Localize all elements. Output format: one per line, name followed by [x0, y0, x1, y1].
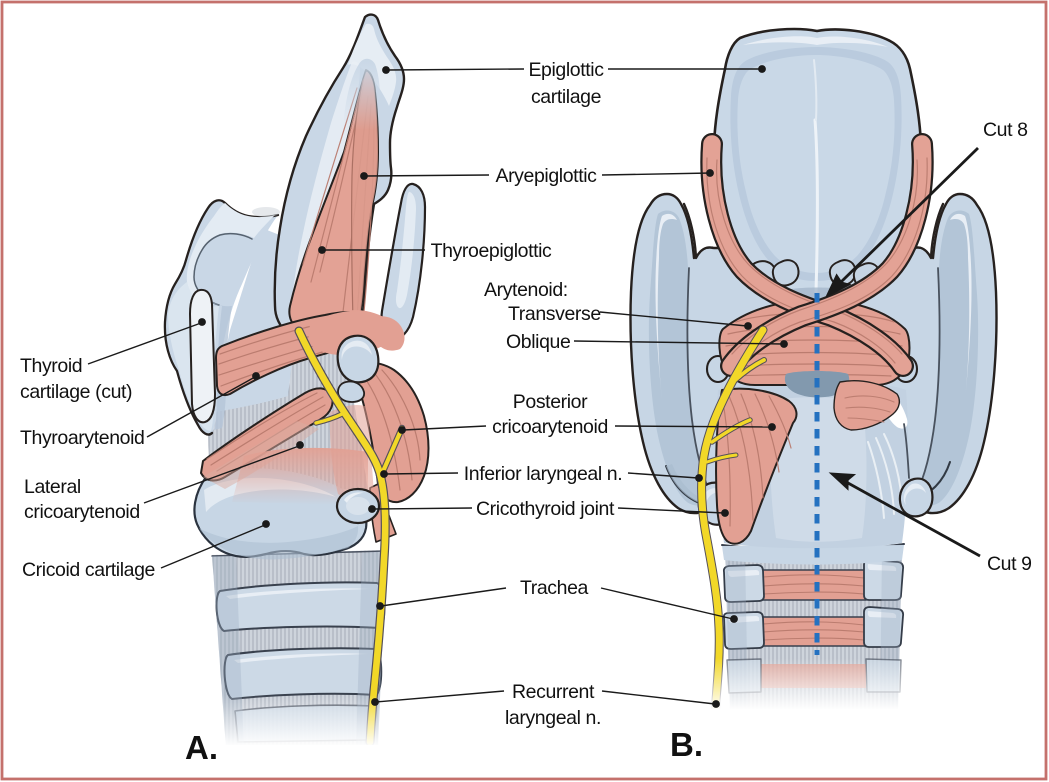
- svg-text:Cricothyroid joint: Cricothyroid joint: [476, 498, 615, 520]
- svg-text:Inferior laryngeal n.: Inferior laryngeal n.: [464, 463, 623, 485]
- svg-text:Recurrent: Recurrent: [512, 681, 595, 703]
- svg-text:Transverse: Transverse: [508, 303, 601, 325]
- svg-text:Thyroid: Thyroid: [20, 355, 82, 377]
- svg-text:B.: B.: [670, 726, 703, 763]
- svg-text:laryngeal n.: laryngeal n.: [505, 707, 601, 729]
- svg-text:A.: A.: [185, 729, 218, 766]
- svg-text:Posterior: Posterior: [513, 391, 588, 413]
- svg-text:Thyroepiglottic: Thyroepiglottic: [431, 240, 552, 262]
- svg-text:Cut 8: Cut 8: [983, 119, 1028, 141]
- svg-text:Oblique: Oblique: [506, 331, 570, 353]
- svg-text:cartilage (cut): cartilage (cut): [20, 381, 132, 403]
- svg-text:Trachea: Trachea: [520, 577, 589, 599]
- svg-text:cartilage: cartilage: [531, 86, 601, 108]
- svg-text:Arytenoid:: Arytenoid:: [484, 279, 568, 301]
- svg-text:Aryepiglottic: Aryepiglottic: [495, 165, 597, 187]
- svg-text:cricoarytenoid: cricoarytenoid: [492, 416, 608, 438]
- svg-text:Epiglottic: Epiglottic: [528, 59, 604, 81]
- svg-text:Cut 9: Cut 9: [987, 553, 1032, 575]
- svg-text:Cricoid cartilage: Cricoid cartilage: [22, 559, 155, 581]
- svg-text:Thyroarytenoid: Thyroarytenoid: [20, 427, 144, 449]
- svg-text:cricoarytenoid: cricoarytenoid: [24, 501, 140, 523]
- svg-text:Lateral: Lateral: [24, 476, 81, 498]
